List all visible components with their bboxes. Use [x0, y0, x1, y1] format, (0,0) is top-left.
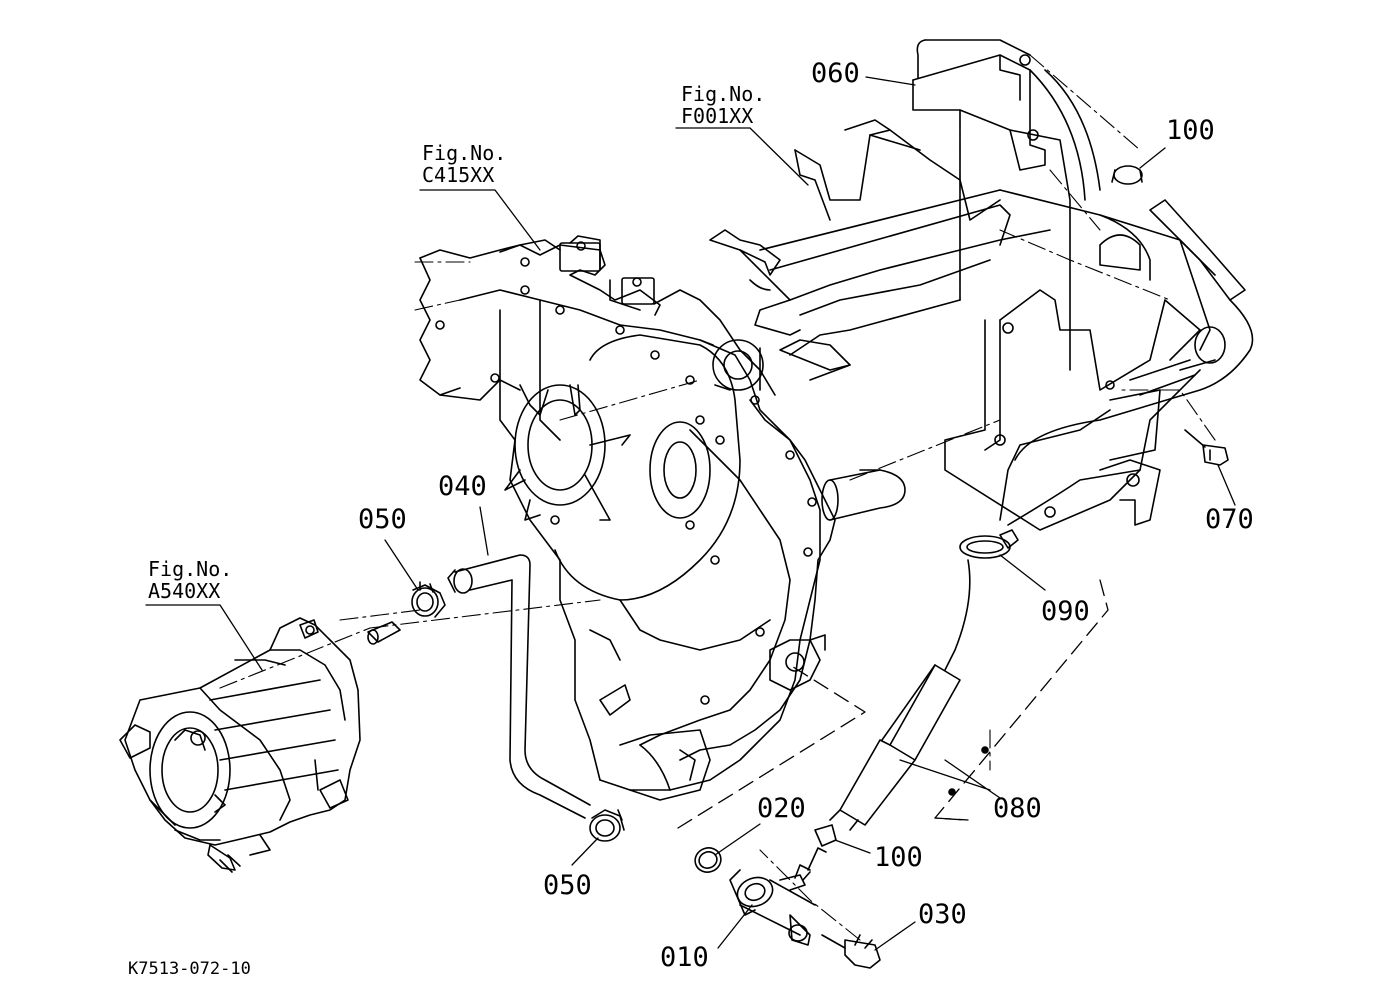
callout-010: 010: [660, 942, 709, 973]
fig-ref-number: F001XX: [681, 104, 754, 128]
callout-080: 080: [993, 793, 1042, 824]
callout-050-top: 050: [358, 504, 407, 535]
callout-070: 070: [1205, 504, 1254, 535]
leader-lines: [146, 77, 1235, 950]
o-ring-020: [692, 844, 725, 875]
fig-ref-number: A540XX: [148, 579, 221, 603]
fig-ref-label: Fig.No.: [422, 141, 507, 165]
drawing-code: K7513-072-10: [128, 959, 251, 979]
nipple: [368, 622, 400, 644]
fig-ref-f001xx: Fig.No. F001XX: [681, 83, 765, 127]
callout-040: 040: [438, 471, 487, 502]
housing: [420, 236, 905, 800]
fig-ref-c415xx: Fig.No. C415XX: [422, 142, 506, 186]
callout-060: 060: [811, 58, 860, 89]
callout-090: 090: [1041, 596, 1090, 627]
callout-050-bottom: 050: [543, 870, 592, 901]
pipe-frame: [710, 120, 1050, 380]
callout-100-top: 100: [1166, 115, 1215, 146]
harness-080: [830, 410, 1140, 830]
center-lines: [220, 55, 1215, 940]
harness-boundary: [678, 580, 1108, 828]
callout-100-bottom: 100: [874, 842, 923, 873]
bolt-070: [1185, 430, 1228, 465]
bolt-030: [822, 935, 880, 968]
fig-ref-number: C415XX: [422, 163, 495, 187]
sensor-010: [730, 865, 815, 945]
clamp-090: [960, 530, 1018, 558]
pump-a540: [120, 618, 360, 872]
hose-040: [448, 555, 590, 818]
callout-030: 030: [918, 899, 967, 930]
clip-100: [803, 825, 836, 880]
bracket-frame: [913, 40, 1253, 530]
fig-ref-label: Fig.No.: [148, 557, 233, 581]
clamp-050: [412, 582, 624, 841]
callout-020: 020: [757, 793, 806, 824]
fig-ref-label: Fig.No.: [681, 82, 766, 106]
fig-ref-a540xx: Fig.No. A540XX: [148, 558, 232, 602]
